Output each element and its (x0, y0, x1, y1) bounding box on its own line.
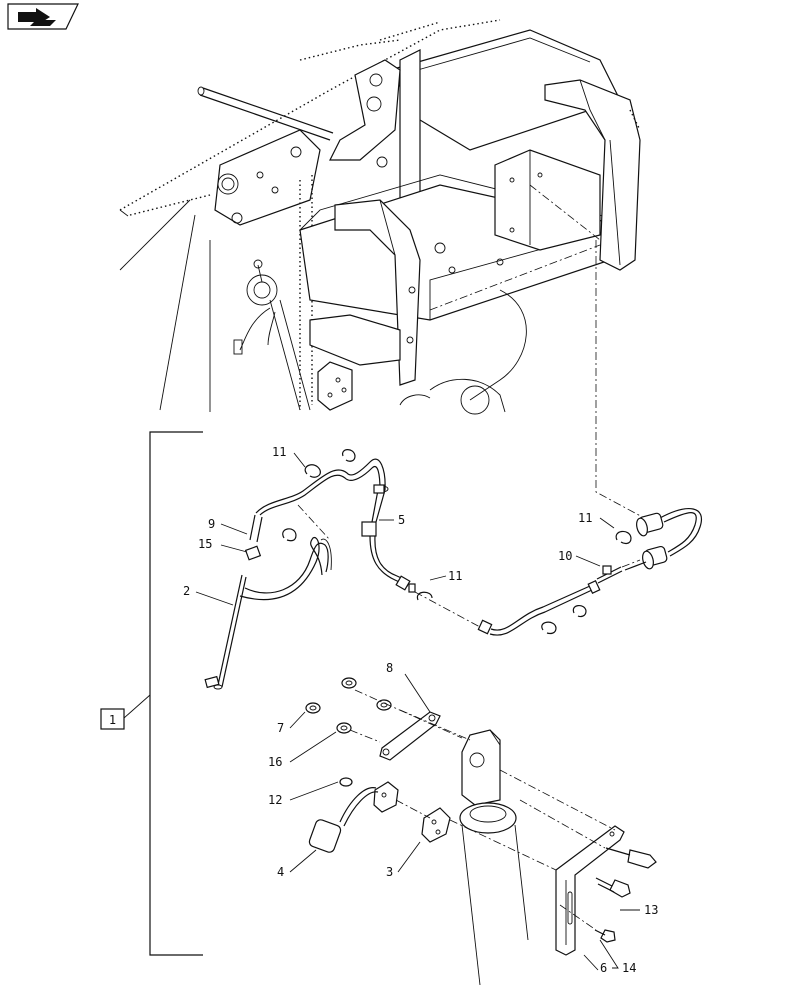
callout-8: 8 (386, 661, 393, 675)
back-arrow-icon[interactable] (7, 3, 79, 30)
callout-11-top: 11 (272, 445, 286, 459)
assembly-label-box: 1 (100, 708, 125, 730)
callout-labels: 11 9 15 2 5 11 11 10 8 7 16 12 4 3 13 6 … (183, 445, 658, 975)
assembly-bracket (123, 431, 203, 956)
wire-harness (213, 458, 702, 690)
callout-15: 15 (198, 537, 212, 551)
mounting-hardware (305, 677, 657, 986)
callout-leaders (195, 452, 640, 971)
callout-3: 3 (386, 865, 393, 879)
machine-frame-illustration (119, 19, 649, 521)
callout-7: 7 (277, 721, 284, 735)
callout-6: 6 (600, 961, 607, 975)
assembly-label: 1 (109, 713, 116, 727)
callout-11-right: 11 (578, 511, 592, 525)
callout-10: 10 (558, 549, 572, 563)
callout-12: 12 (268, 793, 282, 807)
callout-13: 13 (644, 903, 658, 917)
callout-16: 16 (268, 755, 282, 769)
callout-14: 14 (622, 961, 636, 975)
callout-9: 9 (208, 517, 215, 531)
callout-4: 4 (277, 865, 284, 879)
callout-11-mid: 11 (448, 569, 462, 583)
clip-parts (204, 449, 632, 689)
callout-2: 2 (183, 584, 190, 598)
callout-5: 5 (398, 513, 405, 527)
